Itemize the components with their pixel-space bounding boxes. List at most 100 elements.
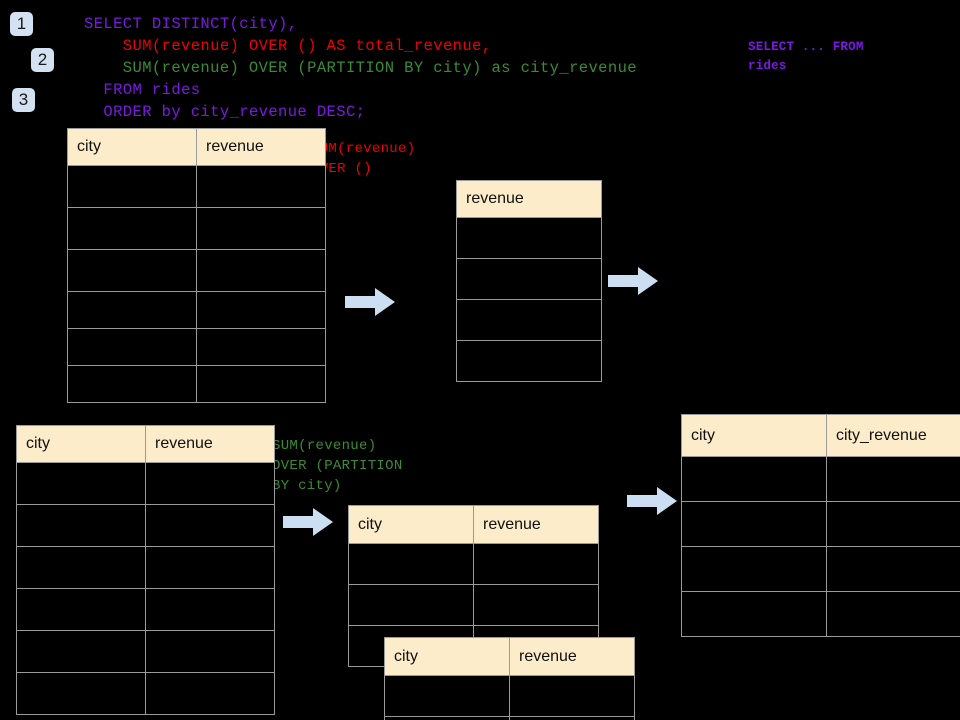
table-cell (16, 504, 146, 547)
table-cell (473, 543, 599, 585)
rides-source-table-top: city revenue (67, 128, 326, 403)
arrow-source-to-total (345, 288, 395, 316)
table-row (384, 675, 635, 717)
table-row (67, 249, 326, 292)
result-table: city city_revenue (681, 414, 960, 637)
table-row (67, 365, 326, 403)
table-cell (145, 504, 275, 547)
table-cell (196, 249, 326, 292)
table-cell (681, 501, 827, 547)
table-cell (509, 675, 635, 717)
table-cell (826, 591, 960, 637)
sql-line-sum-over-empty: SUM(revenue) OVER () AS total_revenue, (84, 37, 492, 55)
sql-line-from: FROM rides (84, 81, 201, 99)
table-row (16, 504, 275, 547)
rides-source-table-bottom: city revenue (16, 425, 275, 715)
table-cell (456, 299, 602, 341)
table-row (16, 462, 275, 505)
column-header-city: city (348, 505, 474, 544)
table-cell (67, 165, 197, 208)
table-cell (384, 716, 510, 720)
table-row (456, 258, 602, 300)
total-revenue-table: revenue (456, 180, 602, 382)
table-row (681, 501, 960, 547)
table-row (348, 584, 599, 626)
table-cell (456, 217, 602, 259)
table-cell (67, 207, 197, 250)
arrow-partition-to-result (627, 487, 677, 515)
column-header-city: city (384, 637, 510, 676)
table-header-row: revenue (456, 180, 602, 218)
table-cell (826, 501, 960, 547)
table-cell (348, 543, 474, 585)
table-row (681, 456, 960, 502)
table-row (16, 630, 275, 673)
table-row (681, 591, 960, 637)
table-cell (16, 672, 146, 715)
table-row (16, 672, 275, 715)
step-badge-3: 3 (12, 88, 35, 112)
table-cell (67, 291, 197, 329)
table-cell (509, 716, 635, 720)
table-cell (16, 630, 146, 673)
step-badge-2: 2 (31, 48, 54, 72)
column-header-revenue: revenue (456, 180, 602, 218)
table-header-row: city revenue (384, 637, 635, 676)
sql-line-select: SELECT DISTINCT(city), (84, 15, 298, 33)
table-row (384, 716, 635, 720)
table-row (456, 340, 602, 382)
column-header-revenue: revenue (509, 637, 635, 676)
column-header-revenue: revenue (196, 128, 326, 166)
table-cell (16, 588, 146, 631)
table-cell (348, 584, 474, 626)
table-row (681, 546, 960, 592)
table-cell (681, 456, 827, 502)
arrow-source-to-partition (283, 508, 333, 536)
annotation-select-from-rides: SELECT ... FROM rides (748, 40, 864, 73)
table-cell (145, 630, 275, 673)
table-row (67, 291, 326, 329)
table-cell (16, 462, 146, 505)
table-cell (681, 546, 827, 592)
table-row (67, 328, 326, 366)
annotation-sum-over-empty: SUM(revenue) OVER () (311, 141, 416, 177)
table-cell (145, 546, 275, 589)
column-header-city-revenue: city_revenue (826, 414, 960, 457)
table-header-row: city city_revenue (681, 414, 960, 457)
table-cell (67, 365, 197, 403)
table-cell (16, 546, 146, 589)
table-row (67, 207, 326, 250)
table-row (16, 588, 275, 631)
table-cell (384, 675, 510, 717)
table-cell (145, 462, 275, 505)
partition-table-front: city revenue (384, 637, 635, 720)
table-cell (196, 165, 326, 208)
table-row (348, 543, 599, 585)
column-header-city: city (16, 425, 146, 463)
table-header-row: city revenue (16, 425, 275, 463)
column-header-revenue: revenue (473, 505, 599, 544)
table-cell (196, 291, 326, 329)
table-header-row: city revenue (348, 505, 599, 544)
table-row (456, 299, 602, 341)
table-cell (196, 207, 326, 250)
table-row (16, 546, 275, 589)
arrow-total-to-result (608, 267, 658, 295)
column-header-revenue: revenue (145, 425, 275, 463)
table-cell (456, 258, 602, 300)
table-cell (67, 249, 197, 292)
table-cell (196, 365, 326, 403)
table-cell (145, 588, 275, 631)
table-cell (826, 456, 960, 502)
table-cell (473, 584, 599, 626)
sql-line-sum-over-partition: SUM(revenue) OVER (PARTITION BY city) as… (84, 59, 637, 77)
table-cell (456, 340, 602, 382)
column-header-city: city (681, 414, 827, 457)
table-cell (196, 328, 326, 366)
table-cell (67, 328, 197, 366)
step-badge-1: 1 (10, 12, 33, 36)
table-cell (681, 591, 827, 637)
column-header-city: city (67, 128, 197, 166)
table-cell (826, 546, 960, 592)
